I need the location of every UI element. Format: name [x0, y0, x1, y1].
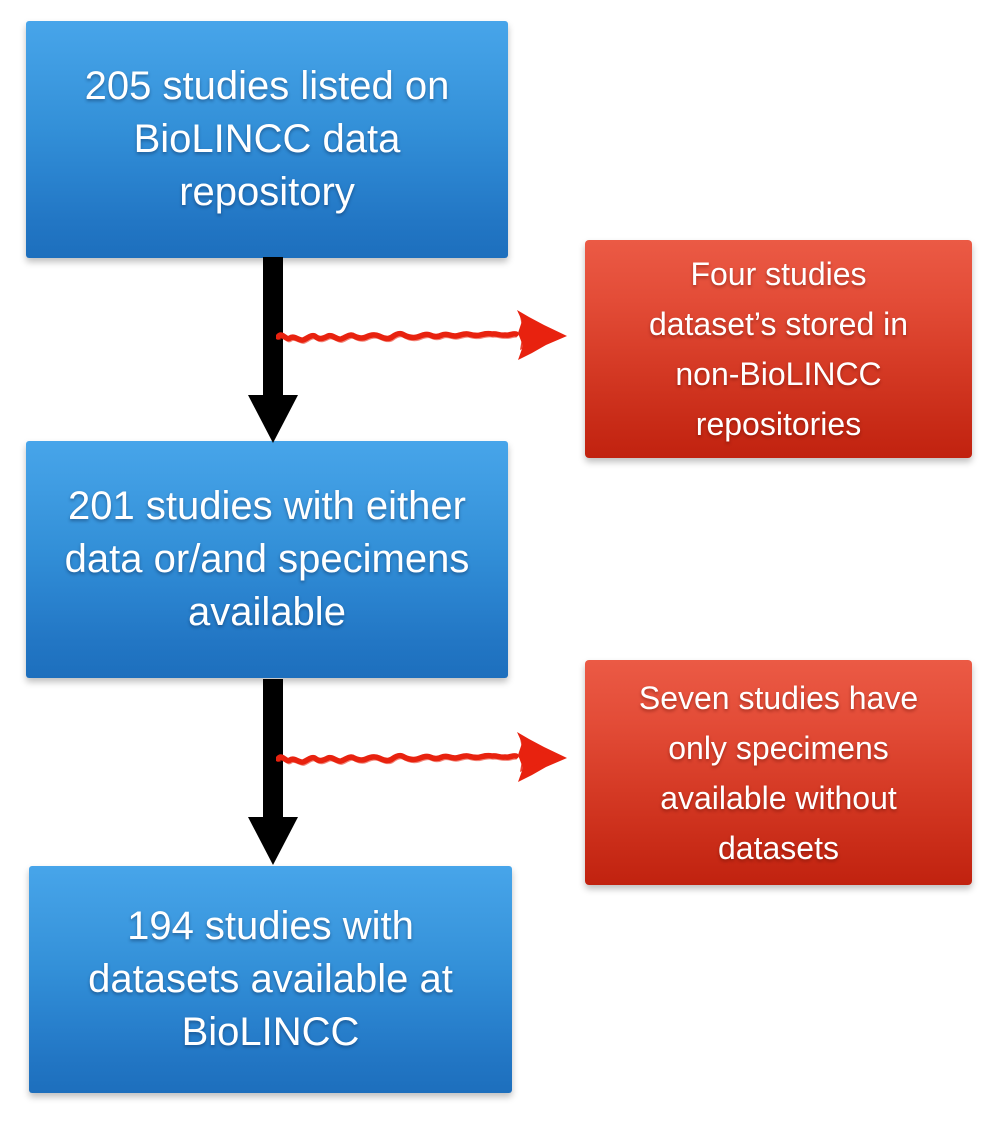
down-arrow-icon [248, 257, 298, 443]
flow-box-205-studies: 205 studies listed on BioLINCC data repo… [26, 21, 508, 258]
flow-box-201-studies: 201 studies with either data or/and spec… [26, 441, 508, 678]
exclusion-sketch-arrow-icon [276, 310, 567, 360]
exclusion-box-seven-studies: Seven studies have only specimens availa… [585, 660, 972, 885]
flow-box-194-studies: 194 studies with datasets available at B… [29, 866, 512, 1093]
exclusion-box-four-studies: Four studies dataset’s stored in non-Bio… [585, 240, 972, 458]
exclusion-sketch-arrow-icon [276, 732, 567, 782]
down-arrow-icon [248, 679, 298, 865]
